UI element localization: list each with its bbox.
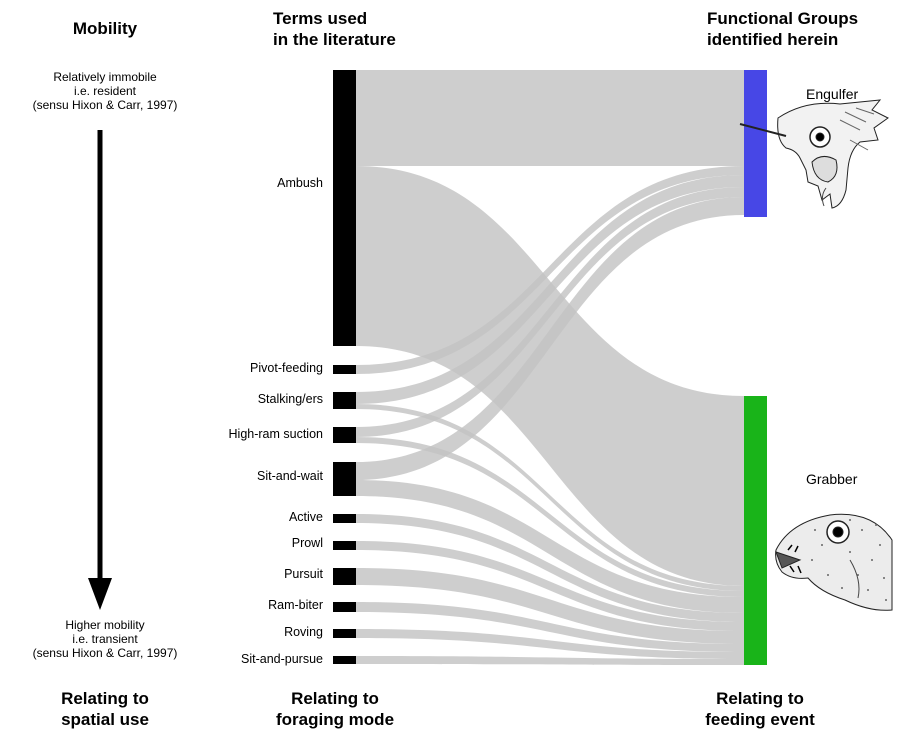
mobility-top-line2: i.e. resident <box>73 84 137 98</box>
grabber-fish-illustration <box>775 513 893 611</box>
group-node-engulfer <box>744 70 767 217</box>
flow-pivot-feeding-to-engulfer <box>356 166 744 374</box>
terms-header-line1: Terms used <box>273 9 368 28</box>
term-label-active: Active <box>288 510 323 524</box>
groups-header: Functional Groups identified herein <box>707 8 887 50</box>
mobility-top-label: Relatively immobile i.e. resident (sensu… <box>5 70 205 112</box>
term-node-pivot-feeding <box>333 365 356 374</box>
mobility-bottom-line3: (sensu Hixon & Carr, 1997) <box>32 646 178 660</box>
term-label-high-ram-suction: High-ram suction <box>228 427 323 441</box>
flow-stalking-ers-to-engulfer <box>356 175 744 404</box>
footer-foraging-line2: foraging mode <box>275 710 395 729</box>
term-node-stalking-ers <box>333 392 356 409</box>
group-node-grabber <box>744 396 767 665</box>
mobility-header: Mobility <box>72 19 138 38</box>
groups-header-line1: Functional Groups <box>707 9 859 28</box>
flow-roving-to-grabber <box>356 629 744 659</box>
flow-sit-and-pursue-to-grabber <box>356 656 744 665</box>
footer-feeding-line2: feeding event <box>705 710 815 729</box>
flow-high-ram-suction-to-grabber <box>356 437 744 597</box>
mobility-bottom-line2: i.e. transient <box>72 632 138 646</box>
term-node-prowl <box>333 541 356 550</box>
mobility-bottom-label: Higher mobility i.e. transient (sensu Hi… <box>5 618 205 660</box>
footer-foraging: Relating to foraging mode <box>255 688 415 730</box>
groups-header-line2: identified herein <box>707 30 839 49</box>
mobility-arrow <box>88 130 112 610</box>
flow-ambush-to-engulfer <box>356 70 744 166</box>
footer-spatial-line1: Relating to <box>61 689 149 708</box>
group-label-engulfer: Engulfer <box>806 86 859 102</box>
flow-pursuit-to-grabber <box>356 568 744 644</box>
term-node-ambush <box>333 70 356 346</box>
term-label-ram-biter: Ram-biter <box>268 598 323 612</box>
flow-high-ram-suction-to-engulfer <box>356 187 744 437</box>
term-label-roving: Roving <box>284 625 323 639</box>
term-node-active <box>333 514 356 523</box>
term-label-sit-and-pursue: Sit-and-pursue <box>241 652 323 666</box>
footer-feeding: Relating to feeding event <box>680 688 840 730</box>
flow-ram-biter-to-grabber <box>356 602 744 652</box>
mobility-top-line1: Relatively immobile <box>53 70 157 84</box>
footer-foraging-line1: Relating to <box>291 689 379 708</box>
term-node-ram-biter <box>333 602 356 612</box>
sankey-nodes <box>333 70 767 665</box>
term-node-pursuit <box>333 568 356 585</box>
sankey-flows <box>356 70 744 665</box>
flow-active-to-grabber <box>356 514 744 622</box>
term-label-pivot-feeding: Pivot-feeding <box>250 361 323 375</box>
term-node-high-ram-suction <box>333 427 356 443</box>
terms-header: Terms used in the literature <box>273 8 473 50</box>
term-node-sit-and-pursue <box>333 656 356 664</box>
term-node-roving <box>333 629 356 638</box>
mobility-bottom-line1: Higher mobility <box>65 618 145 632</box>
group-label-grabber: Grabber <box>806 471 858 487</box>
flow-sit-and-wait-to-engulfer <box>356 197 744 480</box>
flow-stalking-ers-to-grabber <box>356 404 744 591</box>
footer-spatial-line2: spatial use <box>61 710 149 729</box>
flow-sit-and-wait-to-grabber <box>356 480 744 613</box>
term-label-prowl: Prowl <box>291 536 323 550</box>
term-label-stalking: Stalking/ers <box>257 392 323 406</box>
term-label-ambush: Ambush <box>277 176 323 190</box>
term-node-sit-and-wait <box>333 462 356 496</box>
footer-spatial: Relating to spatial use <box>30 688 180 730</box>
term-label-sit-and-wait: Sit-and-wait <box>257 469 323 483</box>
flow-ambush-to-grabber <box>356 166 744 586</box>
term-label-pursuit: Pursuit <box>284 567 323 581</box>
footer-feeding-line1: Relating to <box>716 689 804 708</box>
flow-prowl-to-grabber <box>356 541 744 631</box>
terms-header-line2: in the literature <box>273 30 396 49</box>
engulfer-fish-illustration <box>739 99 889 209</box>
mobility-top-line3: (sensu Hixon & Carr, 1997) <box>32 98 178 112</box>
